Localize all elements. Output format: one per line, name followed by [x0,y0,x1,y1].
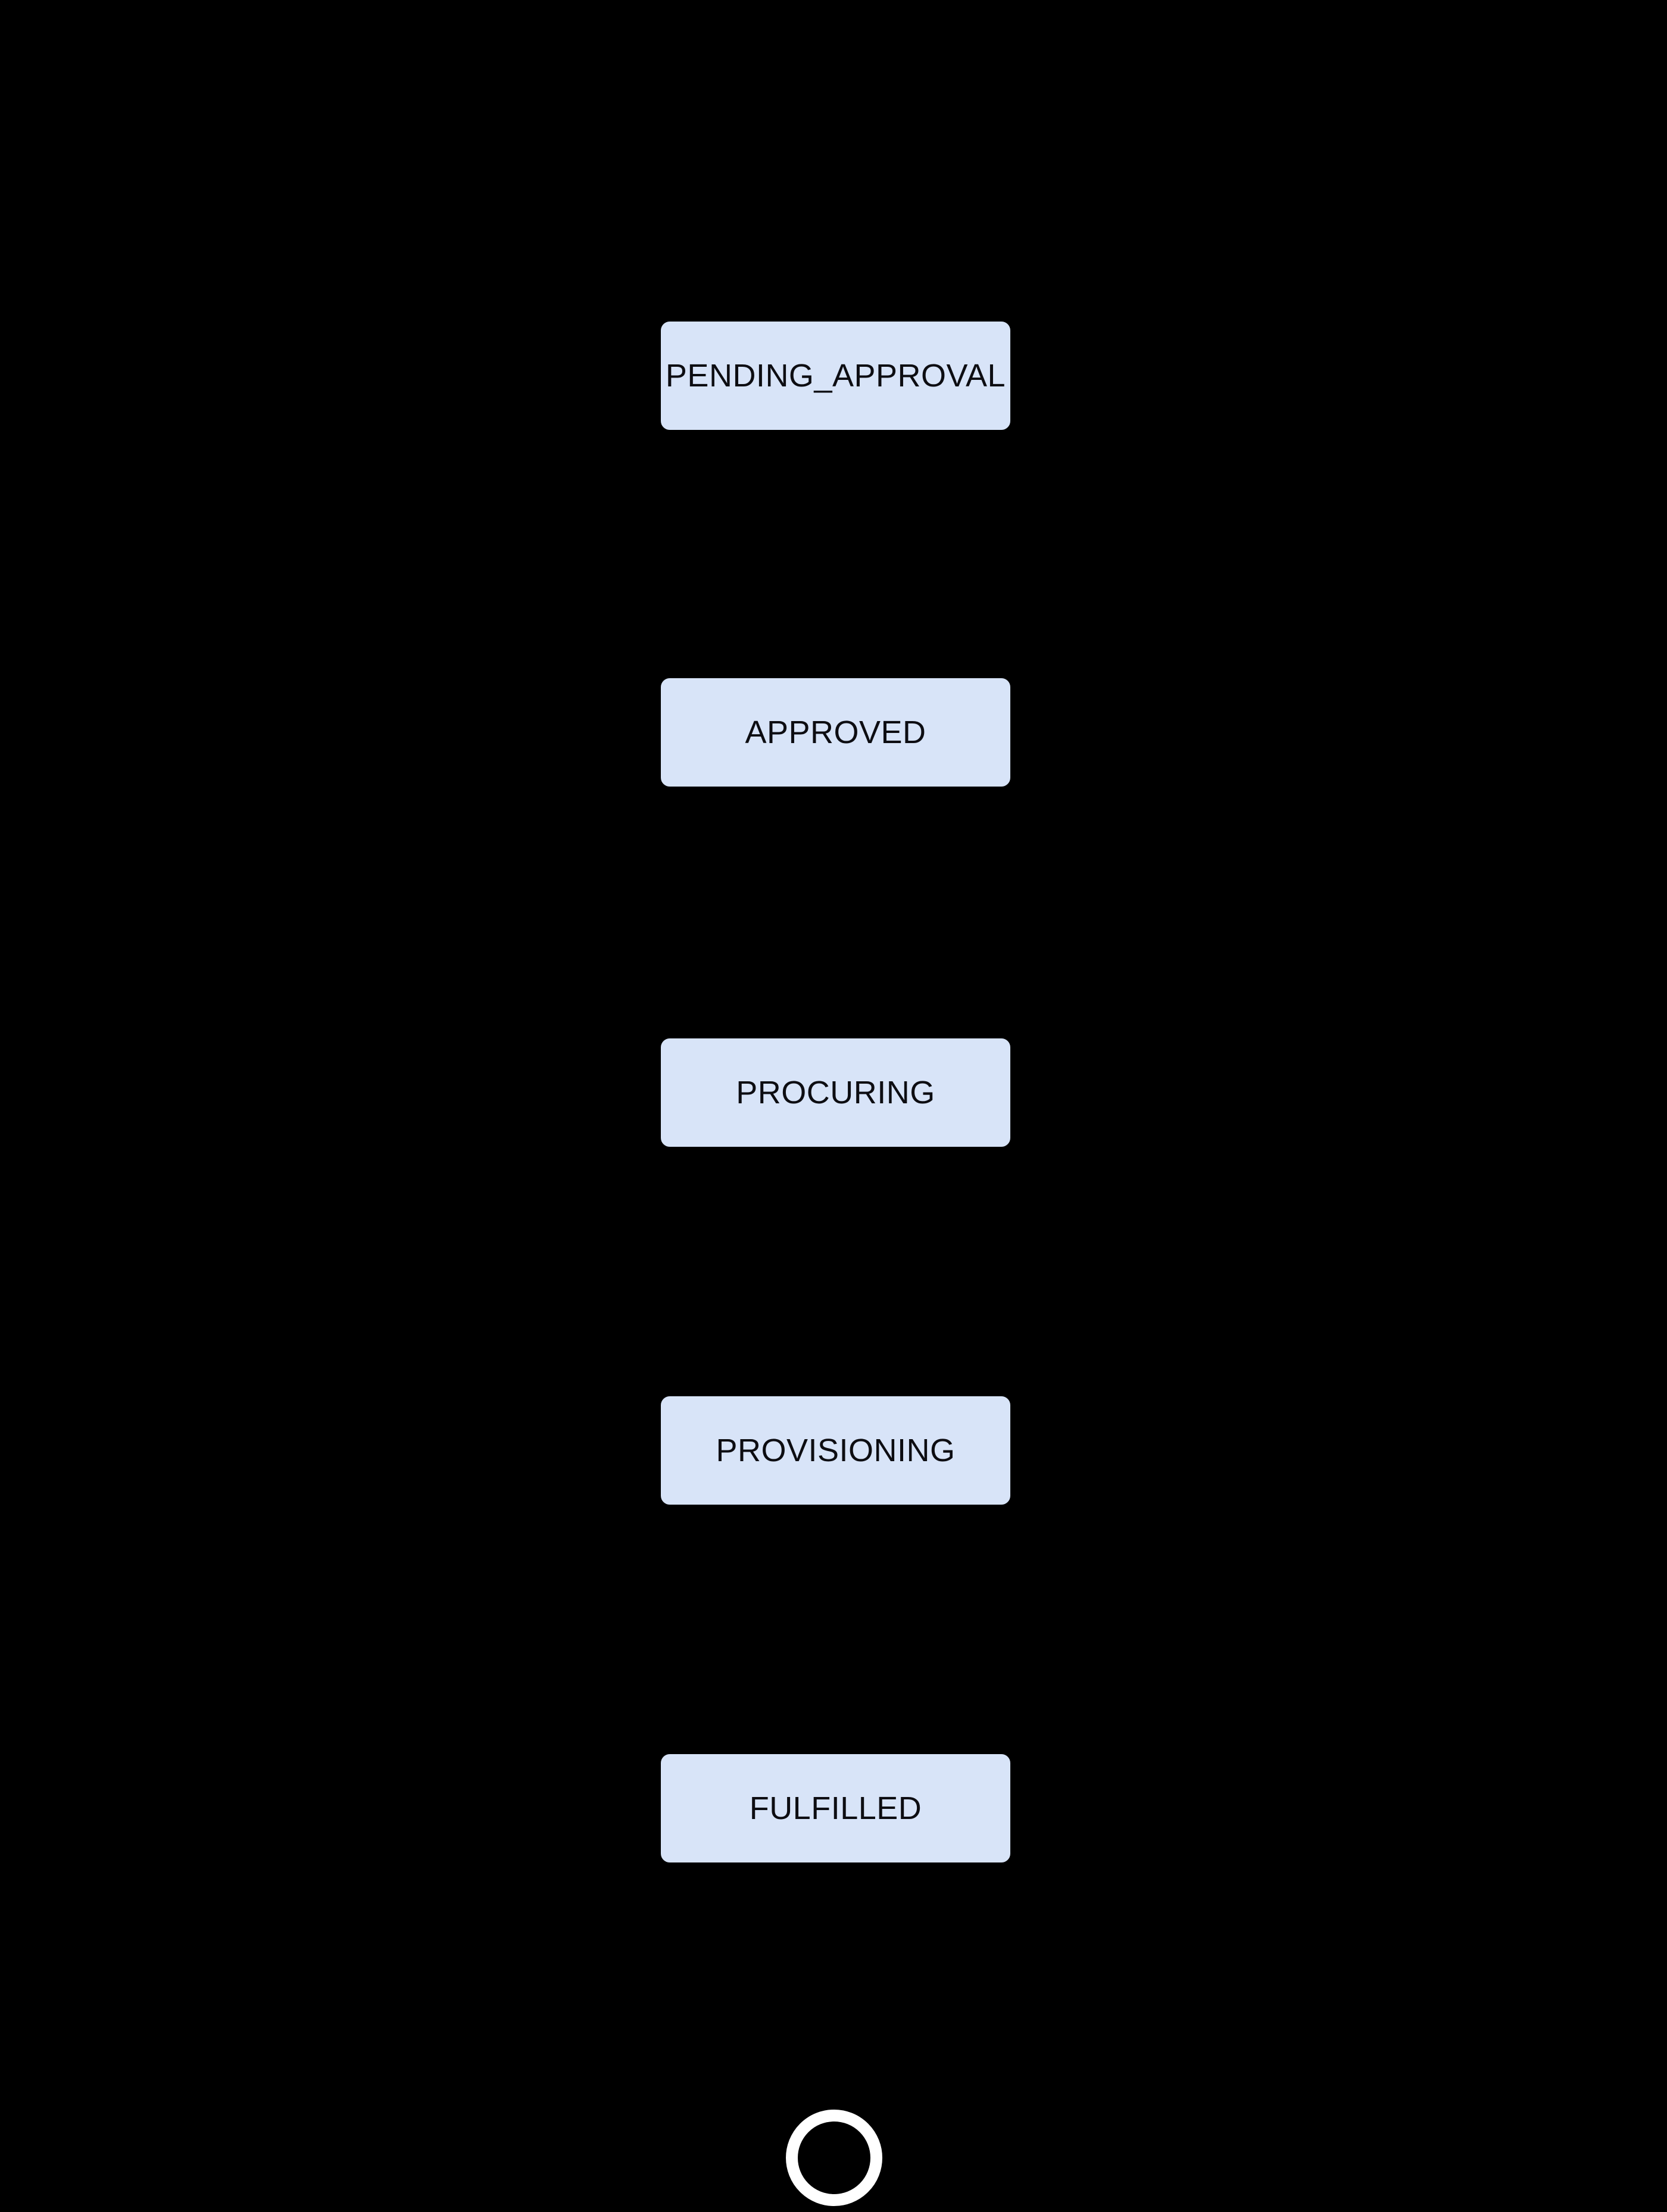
state-label-pending-approval: PENDING_APPROVAL [665,358,1006,394]
state-label-approved: APPROVED [745,715,926,750]
state-label-provisioning: PROVISIONING [716,1433,956,1468]
final-state-circle-icon [786,2110,882,2206]
state-label-fulfilled: FULFILLED [749,1790,922,1826]
state-node-approved: APPROVED [659,676,1012,788]
state-node-pending-approval: PENDING_APPROVAL [659,320,1012,432]
state-node-provisioning: PROVISIONING [659,1394,1012,1506]
state-node-fulfilled: FULFILLED [659,1752,1012,1864]
state-node-procuring: PROCURING [659,1037,1012,1149]
state-label-procuring: PROCURING [736,1075,935,1110]
